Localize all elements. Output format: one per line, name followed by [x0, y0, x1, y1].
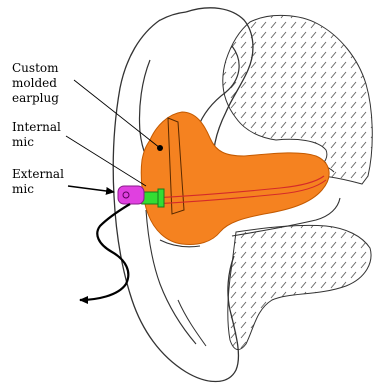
label-internal-mic-line1: Internal: [12, 120, 61, 134]
leader-line-external-mic: [68, 186, 114, 192]
internal-mic-tip: [158, 189, 164, 207]
label-external-mic-line2: mic: [12, 182, 34, 196]
leader-line-earplug: [74, 80, 160, 148]
external-mic: [118, 186, 144, 204]
label-internal-mic-line2: mic: [12, 135, 34, 149]
label-external-mic-line1: External: [12, 167, 64, 181]
label-earplug-line2: molded: [12, 76, 57, 90]
leader-line-internal-mic: [66, 136, 146, 186]
label-earplug-line1: Custom: [12, 61, 59, 75]
mic-cable: [80, 204, 130, 300]
label-earplug-line3: earplug: [12, 91, 59, 105]
